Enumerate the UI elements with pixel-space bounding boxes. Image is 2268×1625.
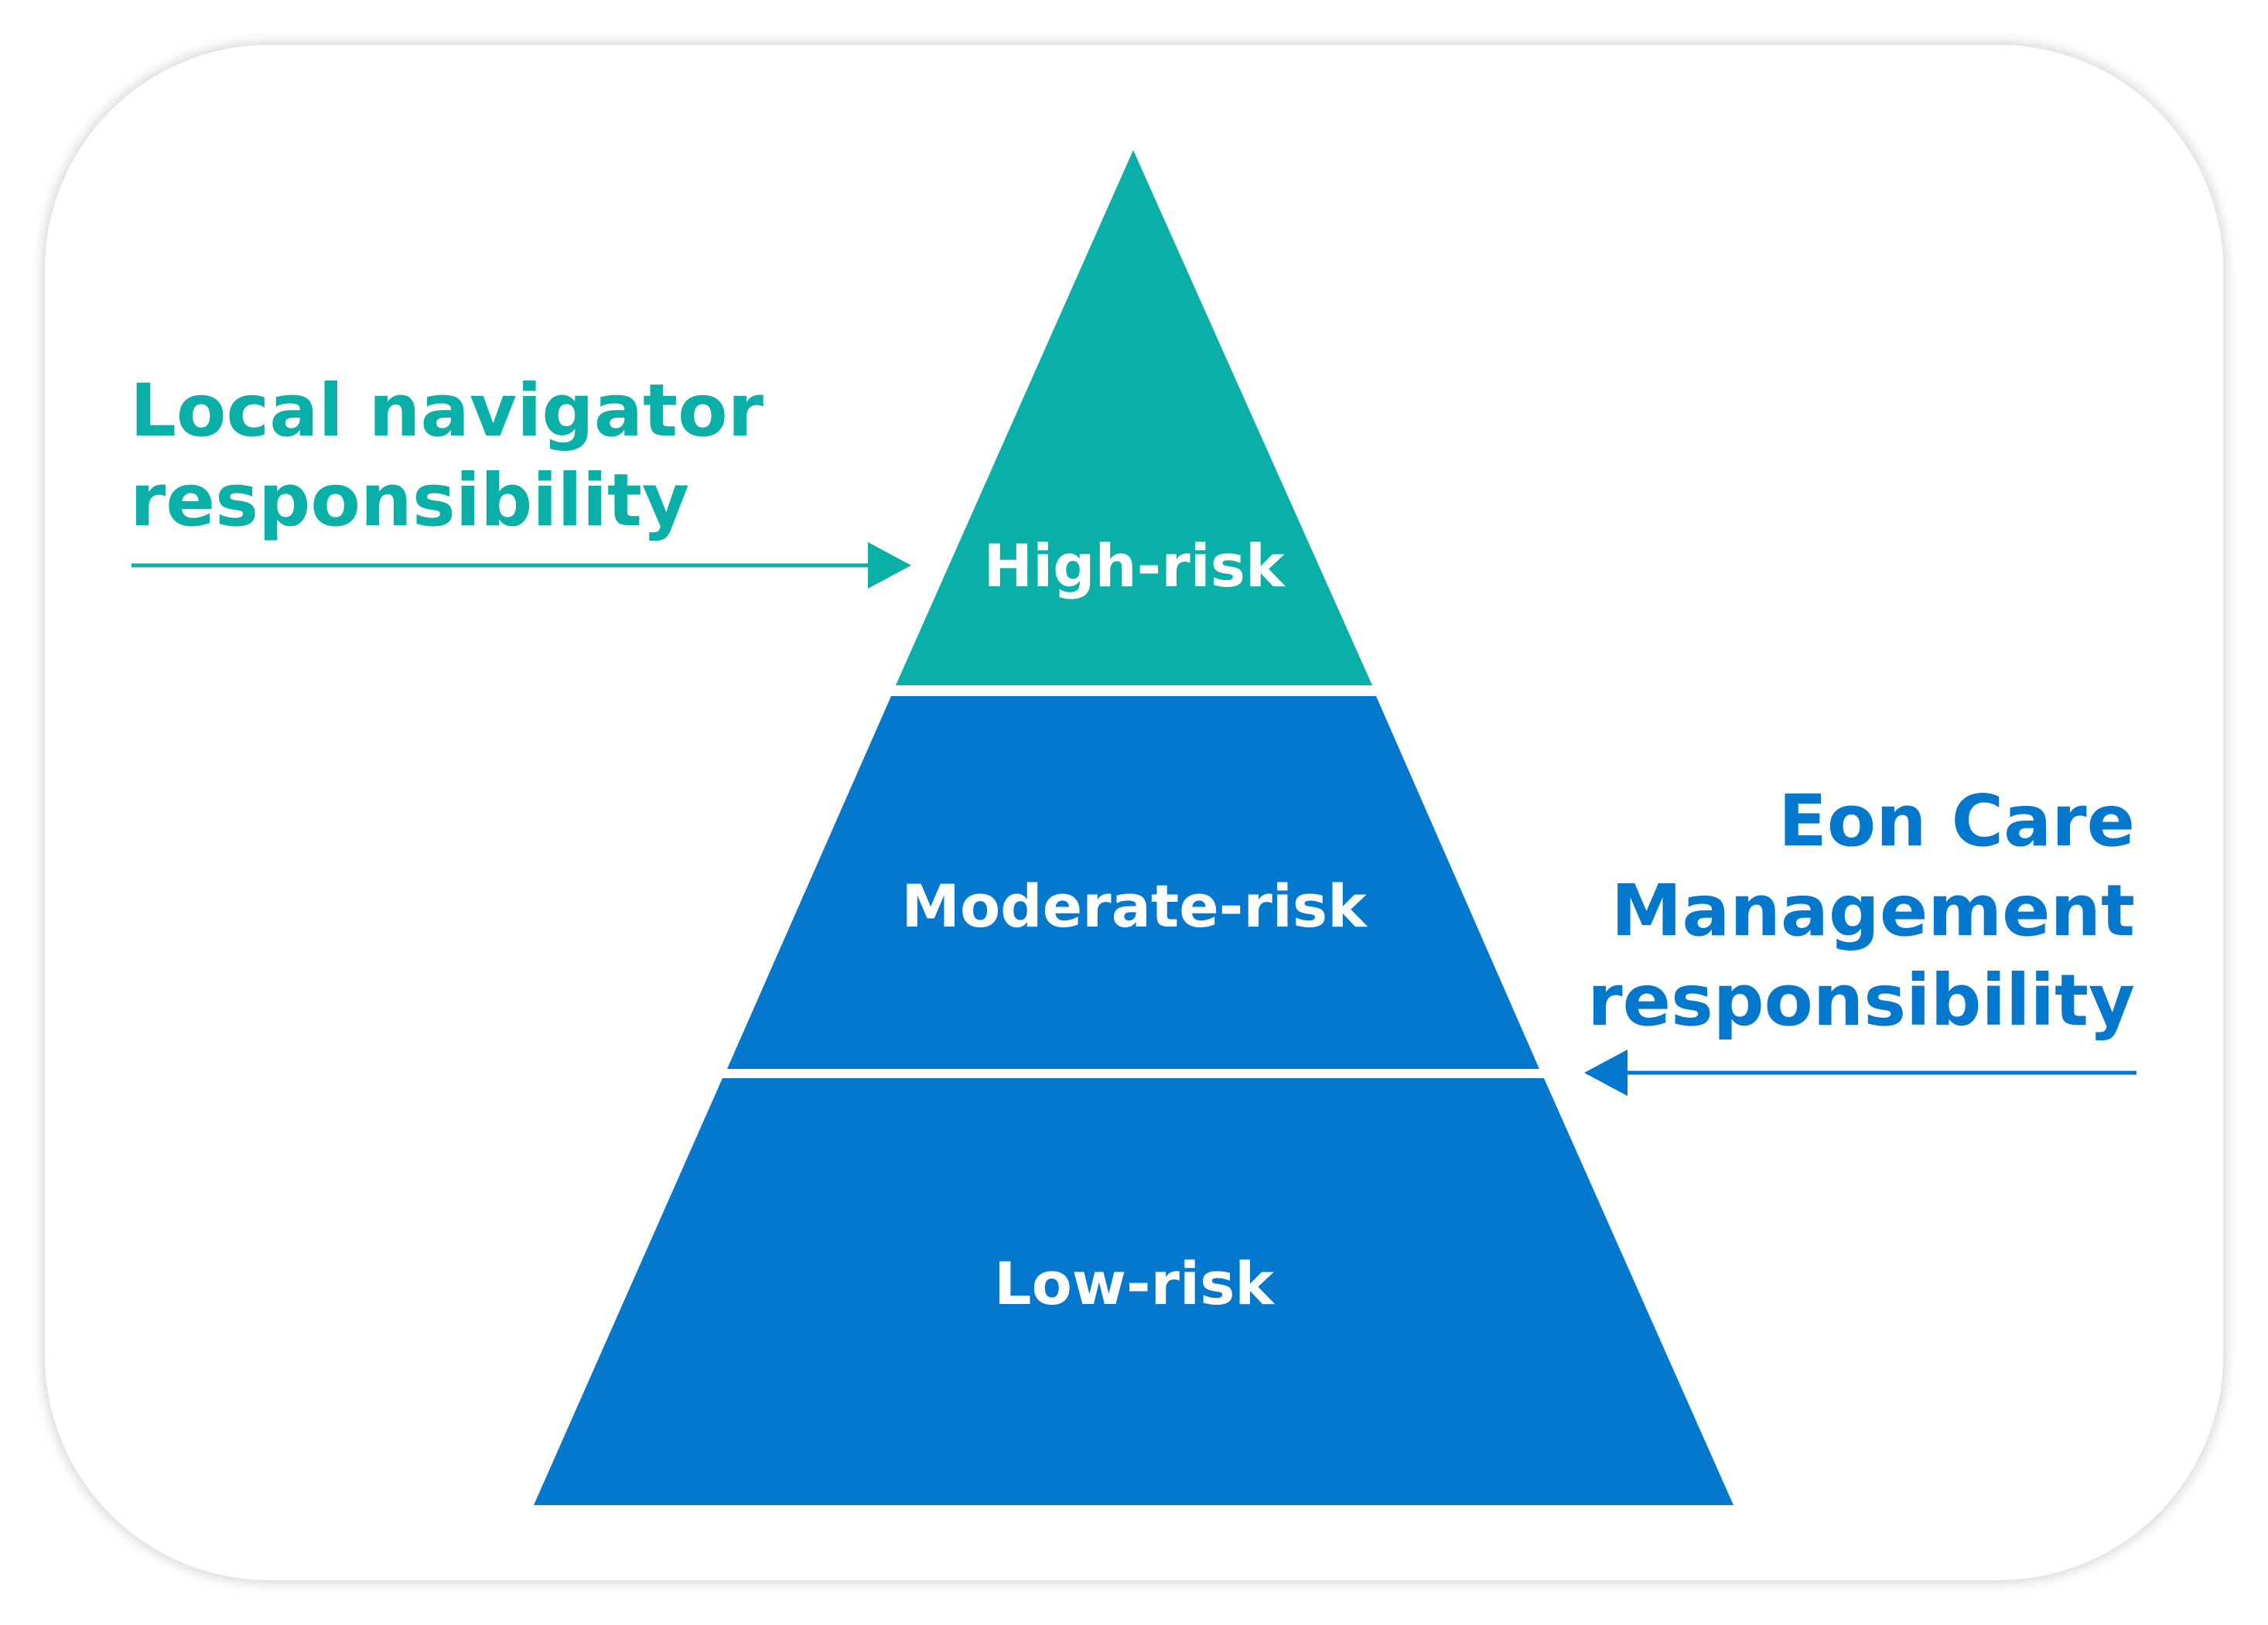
left-arrow <box>132 542 911 589</box>
arrow-right-icon <box>868 542 911 589</box>
local-navigator-label: Local navigator responsibility <box>130 369 764 543</box>
tier-label-moderate-risk: Moderate-risk <box>901 872 1368 941</box>
pyramid-tier-low-risk <box>534 1078 1733 1505</box>
tier-label-low-risk: Low-risk <box>994 1249 1275 1318</box>
pyramid-tier-moderate-risk <box>727 696 1539 1069</box>
pyramid-tier-high-risk <box>896 150 1372 685</box>
right-arrow <box>1584 1050 2136 1096</box>
eon-care-management-label: Eon Care Management responsibility <box>1587 780 2135 1042</box>
arrow-left-icon <box>1584 1050 1628 1096</box>
tier-label-high-risk: High-risk <box>983 531 1285 600</box>
